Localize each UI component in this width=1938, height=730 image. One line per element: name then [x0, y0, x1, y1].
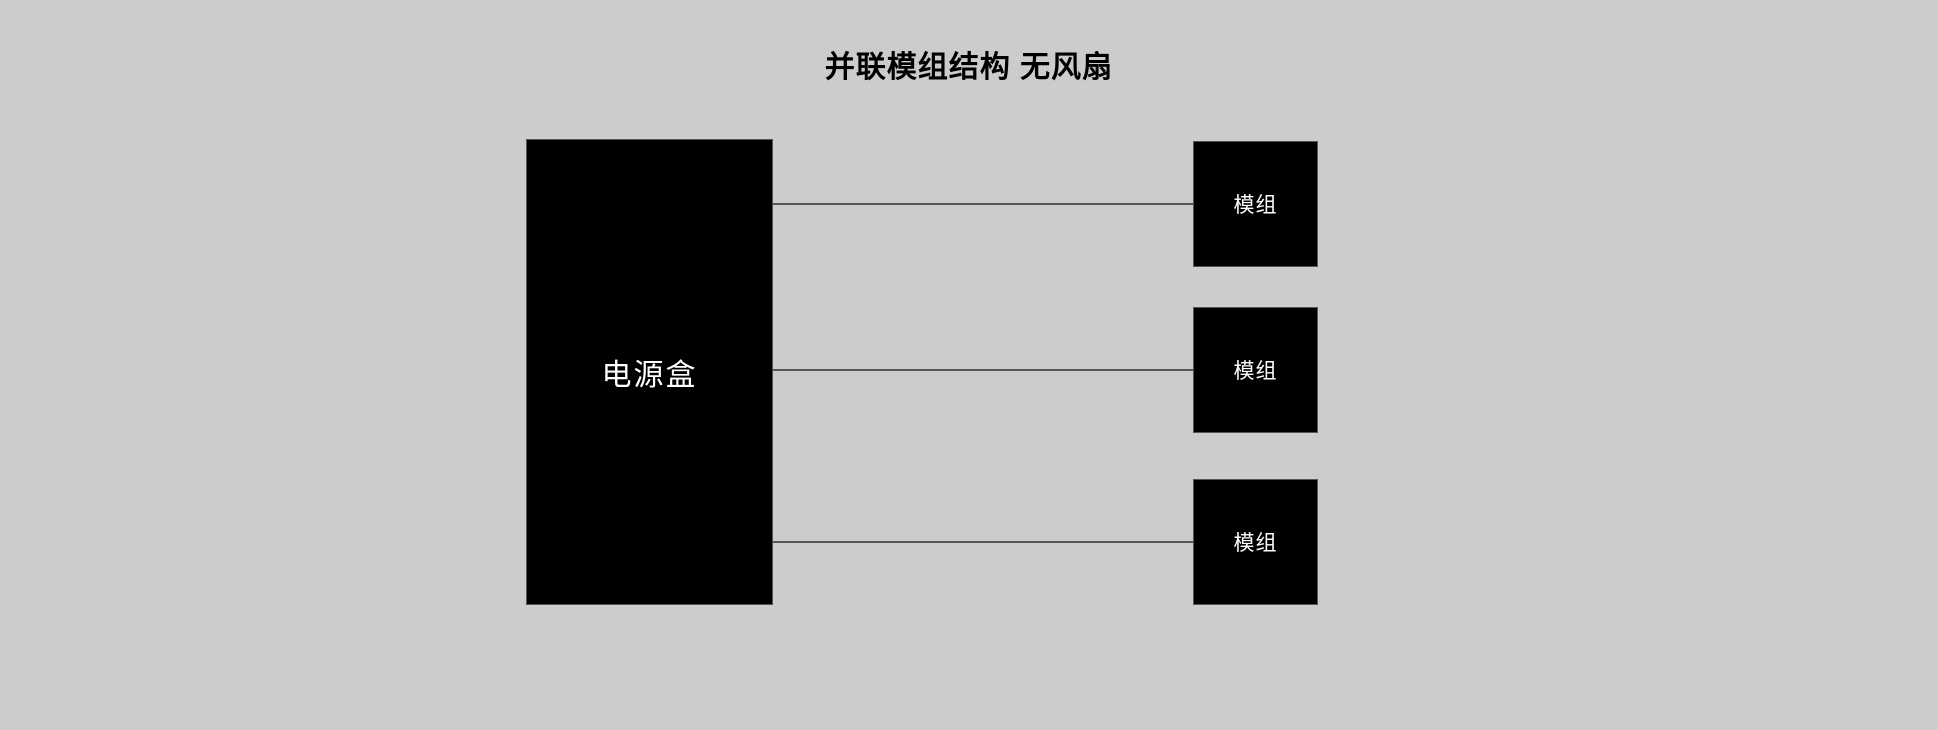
- module-box-2: 模组: [1193, 307, 1318, 433]
- power-box-label: 电源盒: [601, 359, 698, 392]
- diagram-title: 并联模组结构 无风扇: [824, 51, 1114, 84]
- module-box-1: 模组: [1193, 141, 1318, 267]
- module-box-1-label: 模组: [1233, 194, 1278, 217]
- power-box: 电源盒: [526, 139, 773, 605]
- module-box-3-label: 模组: [1233, 532, 1278, 555]
- connector-line-1: [773, 203, 1193, 205]
- module-box-2-label: 模组: [1233, 360, 1278, 383]
- module-box-3: 模组: [1193, 479, 1318, 605]
- connector-line-3: [773, 541, 1193, 543]
- connector-line-2: [773, 369, 1193, 371]
